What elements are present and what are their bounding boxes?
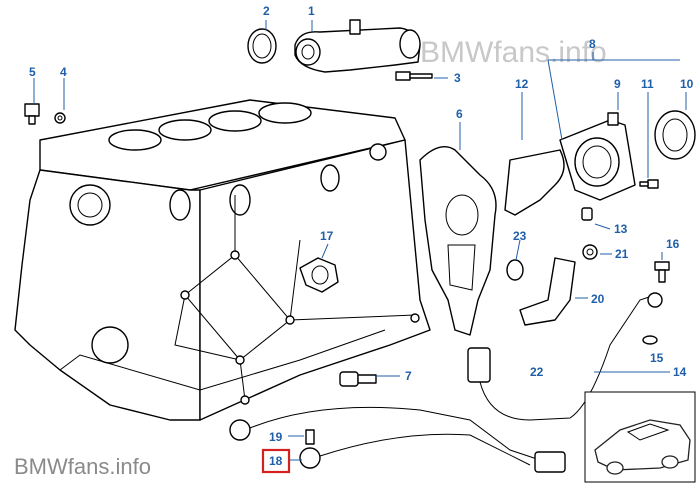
watermark-top-right: BMWfans.info xyxy=(420,36,607,69)
callout-17[interactable]: 17 xyxy=(320,229,334,243)
callout-15[interactable]: 15 xyxy=(650,351,664,365)
callout-7[interactable]: 7 xyxy=(405,369,412,383)
callout-23[interactable]: 23 xyxy=(513,229,527,243)
shaft-seal[interactable] xyxy=(654,110,696,160)
engine-block[interactable] xyxy=(14,99,431,421)
screw-9[interactable] xyxy=(607,112,619,126)
screw-19[interactable] xyxy=(305,429,315,445)
callout-12[interactable]: 12 xyxy=(515,77,529,91)
sensor-bracket-17[interactable] xyxy=(299,257,339,293)
timing-case-gasket[interactable] xyxy=(419,146,497,336)
bolt-3[interactable] xyxy=(395,71,433,81)
callout-2[interactable]: 2 xyxy=(263,4,270,18)
knock-sensor-lead[interactable] xyxy=(467,292,663,421)
callout-18[interactable]: 18 xyxy=(269,454,283,468)
watermark-bottom-left: BMWfans.info xyxy=(14,454,151,479)
end-cover[interactable] xyxy=(559,119,636,201)
callout-labels: 1 2 3 4 5 6 7 8 9 10 11 12 13 14 15 16 1… xyxy=(29,4,694,468)
callout-10[interactable]: 10 xyxy=(680,77,694,91)
callout-5[interactable]: 5 xyxy=(29,65,36,79)
vehicle-thumbnail xyxy=(584,391,696,483)
sensor-7[interactable] xyxy=(339,371,377,387)
callout-3[interactable]: 3 xyxy=(454,71,461,85)
callout-16[interactable]: 16 xyxy=(666,237,680,251)
callout-22[interactable]: 22 xyxy=(530,365,544,379)
callout-8[interactable]: 8 xyxy=(589,37,596,51)
coolant-pipe-housing[interactable] xyxy=(294,19,421,73)
callout-6[interactable]: 6 xyxy=(456,107,463,121)
bolt-11[interactable] xyxy=(639,179,659,189)
callout-9[interactable]: 9 xyxy=(614,77,621,91)
callout-21[interactable]: 21 xyxy=(615,247,629,261)
callout-4[interactable]: 4 xyxy=(60,65,67,79)
callout-13[interactable]: 13 xyxy=(614,222,628,236)
callout-19[interactable]: 19 xyxy=(269,430,283,444)
selected-callout-highlight xyxy=(261,448,291,474)
bushing-23[interactable] xyxy=(506,259,524,281)
callout-14[interactable]: 14 xyxy=(673,365,687,379)
callout-20[interactable]: 20 xyxy=(591,292,605,306)
nut-21[interactable] xyxy=(582,244,598,260)
leader-lines xyxy=(33,20,687,461)
gasket-ring[interactable] xyxy=(247,28,277,64)
washer-4[interactable] xyxy=(54,112,66,124)
knock-sensor-harness-18[interactable] xyxy=(229,406,566,473)
bolt-16[interactable] xyxy=(654,261,670,283)
seal-carrier-gasket[interactable] xyxy=(504,149,565,216)
o-ring-15[interactable] xyxy=(642,335,658,345)
dowel-13[interactable] xyxy=(581,207,593,221)
callout-11[interactable]: 11 xyxy=(641,77,654,91)
callout-1[interactable]: 1 xyxy=(308,4,315,18)
bracket-20[interactable] xyxy=(519,257,576,326)
screw-plug-5[interactable] xyxy=(24,103,40,125)
